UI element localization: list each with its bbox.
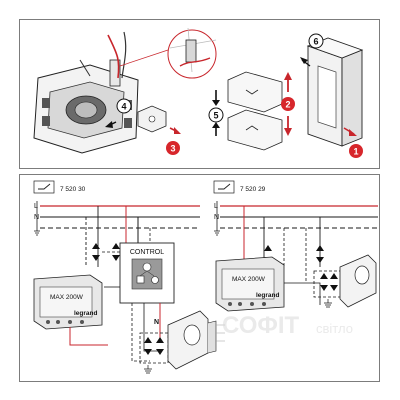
- svg-text:5: 5: [213, 111, 218, 121]
- step-5-badge: 5: [208, 107, 224, 123]
- control-box: CONTROL: [119, 242, 175, 304]
- assembly-drawing: [33, 27, 364, 154]
- n-label-right: N: [214, 214, 219, 221]
- n-label-left: N: [34, 214, 39, 221]
- dimmer-device-right: MAX 200W legrand: [215, 256, 285, 312]
- switch-symbol-right: [213, 180, 235, 194]
- svg-text:6: 6: [313, 37, 318, 47]
- watermark-suffix: світло: [316, 321, 353, 336]
- assembly-steps-panel: 1 2 3 4 5 6: [19, 19, 380, 169]
- control-label: CONTROL: [130, 249, 164, 256]
- svg-text:2: 2: [285, 100, 290, 110]
- right-wiring-diagram: 7 520 29 L N MAX 200W legrand: [213, 180, 378, 312]
- watermark: СОФІТ світло: [222, 312, 353, 339]
- black-wire: [121, 31, 127, 79]
- svg-text:3: 3: [170, 144, 175, 154]
- step-4-badge: 4: [116, 98, 132, 114]
- brand-text-left: legrand: [74, 310, 98, 317]
- wiring-drawing: 7 520 30 L N CONTROL: [33, 180, 378, 374]
- watermark-text: СОФІТ: [222, 312, 300, 339]
- step-6-badge: 6: [308, 33, 324, 49]
- step-markers: 1 2 3 4 5 6: [116, 33, 363, 158]
- arrows-left-a: [92, 243, 100, 261]
- product-code-left: 7 520 30: [60, 186, 86, 193]
- cover-plates: [227, 71, 283, 151]
- terminal-zoom-circle: [119, 27, 217, 79]
- knob-part: [137, 105, 167, 133]
- dimmer-device-left: MAX 200W legrand: [33, 274, 103, 330]
- switch-symbol-left: [33, 180, 55, 194]
- lamp-n-label: N: [154, 319, 159, 326]
- step-2-badge: 2: [281, 97, 295, 111]
- product-code-right: 7 520 29: [240, 186, 266, 193]
- step-3-badge: 3: [166, 141, 180, 155]
- rating-text-right: MAX 200W: [232, 276, 266, 283]
- lamp-right: [339, 254, 377, 308]
- arrows-left-b: [112, 243, 120, 261]
- l-label-right: L: [214, 203, 218, 210]
- rating-text-left: MAX 200W: [50, 294, 84, 301]
- left-wiring-diagram: 7 520 30 L N CONTROL: [33, 180, 225, 374]
- svg-text:1: 1: [353, 147, 358, 157]
- l-label-left: L: [34, 203, 38, 210]
- wiring-diagrams-panel: 7 520 30 L N CONTROL: [19, 174, 380, 382]
- step-1-badge: 1: [349, 144, 363, 158]
- brand-text-right: legrand: [256, 292, 280, 299]
- lamp-left: [167, 310, 225, 370]
- dimmer-mechanism: [33, 59, 139, 154]
- red-wire: [107, 34, 120, 79]
- svg-text:4: 4: [121, 102, 126, 112]
